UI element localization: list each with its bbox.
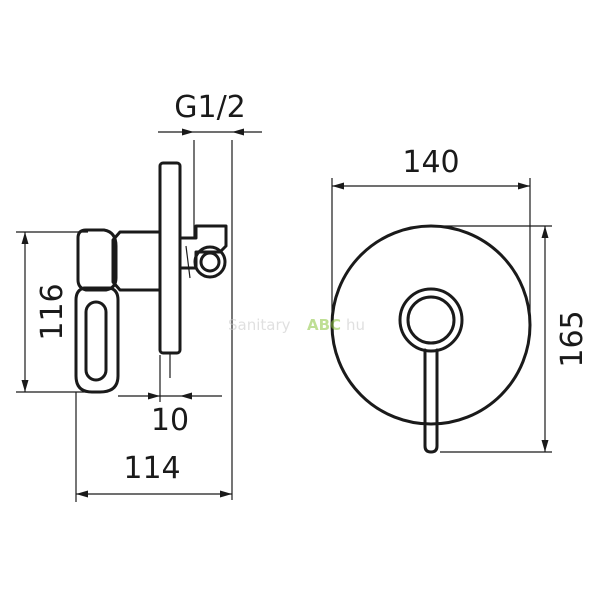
side-valve-body [111, 230, 162, 292]
offset-label: 10 [151, 403, 189, 438]
side-lever-slot [84, 300, 108, 382]
side-thread-inner [199, 251, 221, 273]
thread-label: G1/2 [174, 90, 246, 125]
front-lever [423, 348, 439, 454]
dimension-thread: G1/2 [158, 90, 262, 500]
side-lever-handle [74, 286, 120, 394]
dimension-body-height: 116 [16, 231, 88, 393]
plate-width-label: 140 [402, 145, 459, 180]
side-view [74, 161, 228, 394]
dimension-plate-height: 165 [431, 225, 590, 453]
side-wall-plate [158, 161, 182, 355]
plate-height-label: 165 [555, 310, 590, 367]
front-view [330, 224, 532, 454]
watermark-prefix: Sanitary [228, 316, 291, 334]
dimension-offset: 10 [118, 355, 222, 438]
side-thread-block [178, 224, 228, 270]
dimension-total-depth: 114 [75, 392, 232, 502]
side-handle-hub [76, 228, 118, 292]
watermark-brand: ABC [307, 316, 341, 334]
front-handle-ring-inner [406, 295, 456, 345]
side-thread-outer [193, 245, 227, 279]
watermark-logo: Sanitary ABC hu [228, 316, 365, 334]
watermark-suffix: hu [346, 316, 365, 334]
body-height-label: 116 [35, 283, 70, 340]
dimension-plate-width: 140 [331, 145, 531, 320]
front-handle-ring-outer [398, 287, 464, 353]
total-depth-label: 114 [123, 451, 180, 486]
